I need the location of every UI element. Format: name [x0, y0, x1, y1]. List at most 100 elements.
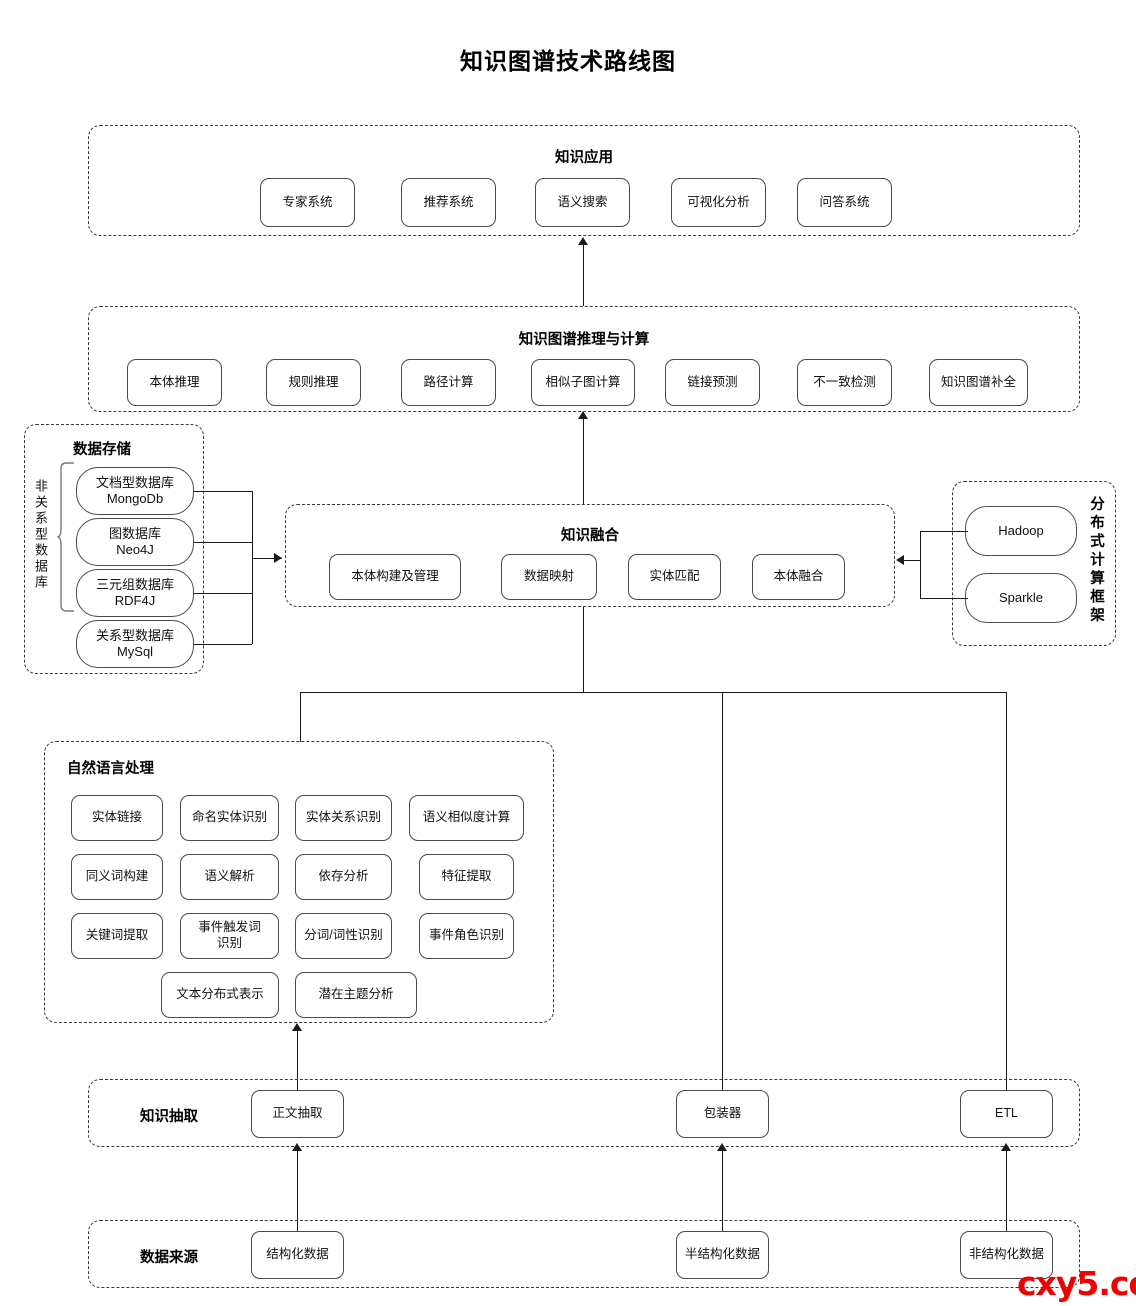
node-keyword-extraction[interactable]: 关键词提取 — [71, 913, 163, 959]
node-graph-db[interactable]: 图数据库 Neo4J — [76, 518, 194, 566]
node-label: 本体融合 — [773, 569, 824, 584]
connector-reasoning-to-application — [583, 244, 584, 306]
node-label: 不一致检测 — [813, 374, 876, 389]
node-similar-subgraph-computing[interactable]: 相似子图计算 — [531, 359, 635, 406]
node-label: Hadoop — [998, 522, 1044, 538]
node-label: 结构化数据 — [266, 1247, 329, 1262]
node-label: 特征提取 — [441, 869, 492, 884]
arrowhead-unstructured-to-etl — [1001, 1143, 1011, 1151]
node-entity-matching[interactable]: 实体匹配 — [628, 554, 721, 600]
node-label: 推荐系统 — [423, 194, 474, 209]
node-recommendation-system[interactable]: 推荐系统 — [401, 178, 496, 227]
group-title-knowledge-fusion: 知识融合 — [561, 528, 619, 544]
node-path-computing[interactable]: 路径计算 — [401, 359, 496, 406]
connector-text-extraction-to-nlp — [297, 1030, 298, 1090]
connector-hadoop-stub — [920, 531, 968, 532]
node-semantic-parsing[interactable]: 语义解析 — [180, 854, 279, 900]
node-label: 链接预测 — [687, 374, 738, 389]
node-label: 同义词构建 — [85, 869, 149, 884]
node-label-line1: 事件触发词 — [198, 920, 261, 935]
group-knowledge-application: 知识应用 — [88, 125, 1080, 236]
node-label: 关键词提取 — [85, 928, 149, 943]
node-label: 问答系统 — [819, 194, 870, 209]
node-label-line2: MySql — [116, 644, 154, 659]
node-label: 数据映射 — [523, 569, 574, 584]
group-title-distributed-computing: 分布式计算框架 — [1088, 496, 1104, 626]
node-ontology-construction[interactable]: 本体构建及管理 — [329, 554, 461, 600]
node-data-mapping[interactable]: 数据映射 — [501, 554, 597, 600]
arrowhead-semistructured-to-wrapper — [717, 1143, 727, 1151]
arrowhead-distributed-to-fusion — [896, 555, 904, 565]
node-semantic-search[interactable]: 语义搜索 — [535, 178, 630, 227]
node-label: 可视化分析 — [687, 194, 750, 209]
node-event-trigger-recognition[interactable]: 事件触发词 识别 — [180, 913, 279, 959]
node-structured-data[interactable]: 结构化数据 — [251, 1231, 344, 1279]
node-label: 文本分布式表示 — [176, 987, 264, 1002]
node-label: ETL — [995, 1106, 1018, 1121]
node-label: 分词/词性识别 — [304, 928, 383, 943]
node-label: 规则推理 — [288, 374, 339, 389]
node-visual-analysis[interactable]: 可视化分析 — [671, 178, 766, 227]
arrowhead-storage-to-fusion — [274, 553, 282, 563]
group-data-source: 数据来源 — [88, 1220, 1080, 1288]
node-kg-completion[interactable]: 知识图谱补全 — [929, 359, 1028, 406]
group-title-knowledge-application: 知识应用 — [555, 150, 613, 166]
group-title-reasoning-computing: 知识图谱推理与计算 — [518, 332, 650, 348]
node-event-role-recognition[interactable]: 事件角色识别 — [419, 913, 514, 959]
node-hadoop[interactable]: Hadoop — [965, 506, 1077, 556]
node-triple-db[interactable]: 三元组数据库 RDF4J — [76, 569, 194, 617]
node-entity-linking[interactable]: 实体链接 — [71, 795, 163, 841]
node-sparkle[interactable]: Sparkle — [965, 573, 1077, 623]
node-label: 正文抽取 — [272, 1106, 323, 1121]
page-title: 知识图谱技术路线图 — [460, 48, 676, 74]
watermark-cxy5: cxy5.com — [1017, 1264, 1136, 1303]
node-synonym-construction[interactable]: 同义词构建 — [71, 854, 163, 900]
node-ontology-reasoning[interactable]: 本体推理 — [127, 359, 222, 406]
node-qa-system[interactable]: 问答系统 — [797, 178, 892, 227]
node-label: 知识图谱补全 — [940, 374, 1016, 389]
node-text-extraction[interactable]: 正文抽取 — [251, 1090, 344, 1138]
node-semantic-similarity[interactable]: 语义相似度计算 — [409, 795, 524, 841]
node-entity-relation-recognition[interactable]: 实体关系识别 — [295, 795, 392, 841]
group-knowledge-fusion: 知识融合 — [285, 504, 895, 607]
node-dependency-parsing[interactable]: 依存分析 — [295, 854, 392, 900]
node-semistructured-data[interactable]: 半结构化数据 — [676, 1231, 769, 1279]
group-nlp: 自然语言处理 — [44, 741, 554, 1023]
node-rule-reasoning[interactable]: 规则推理 — [266, 359, 361, 406]
arrowhead-reasoning-to-application — [578, 237, 588, 245]
node-document-db[interactable]: 文档型数据库 MongoDb — [76, 467, 194, 515]
connector-triple-db-stub — [194, 593, 252, 594]
group-title-data-source: 数据来源 — [140, 1250, 198, 1266]
node-label: 实体匹配 — [649, 569, 700, 584]
node-word-segmentation-pos[interactable]: 分词/词性识别 — [295, 913, 392, 959]
connector-structured-to-text-extraction — [297, 1150, 298, 1236]
node-label-line1: 三元组数据库 — [95, 576, 174, 592]
node-label: Sparkle — [998, 589, 1044, 605]
node-inconsistency-detection[interactable]: 不一致检测 — [797, 359, 892, 406]
node-ontology-fusion[interactable]: 本体融合 — [752, 554, 845, 600]
connector-fusion-to-reasoning — [583, 418, 584, 504]
connector-distributed-to-fusion — [903, 560, 921, 561]
node-feature-extraction[interactable]: 特征提取 — [419, 854, 514, 900]
node-text-distributed-representation[interactable]: 文本分布式表示 — [161, 972, 279, 1018]
node-label-line2: 识别 — [216, 936, 242, 950]
group-title-nlp: 自然语言处理 — [67, 761, 154, 777]
node-link-prediction[interactable]: 链接预测 — [665, 359, 760, 406]
node-label: 本体推理 — [149, 374, 200, 389]
node-etl[interactable]: ETL — [960, 1090, 1053, 1138]
connector-fusion-drop — [583, 607, 584, 692]
node-label-line1: 文档型数据库 — [95, 474, 174, 490]
node-expert-system[interactable]: 专家系统 — [260, 178, 355, 227]
node-label: 命名实体识别 — [191, 810, 267, 825]
node-label: 实体链接 — [91, 810, 142, 825]
node-latent-topic-analysis[interactable]: 潜在主题分析 — [295, 972, 417, 1018]
node-unstructured-data[interactable]: 非结构化数据 — [960, 1231, 1053, 1279]
node-label: 本体构建及管理 — [351, 569, 439, 584]
node-named-entity-recognition[interactable]: 命名实体识别 — [180, 795, 279, 841]
node-wrapper[interactable]: 包装器 — [676, 1090, 769, 1138]
node-label: 半结构化数据 — [684, 1247, 760, 1262]
node-relational-db[interactable]: 关系型数据库 MySql — [76, 620, 194, 668]
node-label: 路径计算 — [423, 374, 474, 389]
node-label: 非结构化数据 — [968, 1247, 1044, 1262]
